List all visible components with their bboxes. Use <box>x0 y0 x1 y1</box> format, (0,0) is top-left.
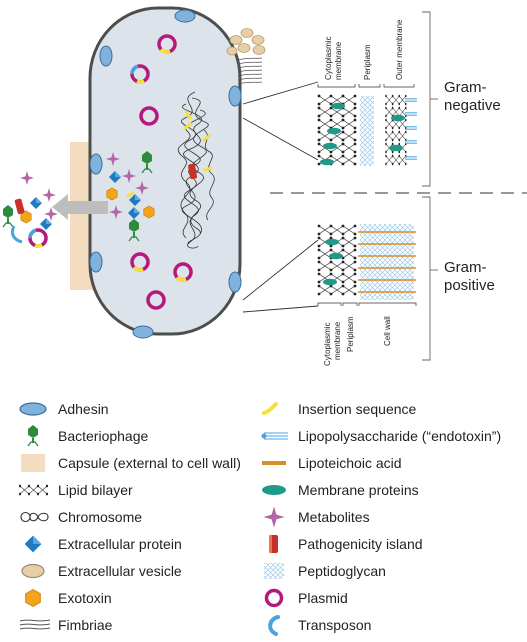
extracellular-protein-icon <box>18 533 52 555</box>
lipoteichoic-acid-icon <box>258 452 292 474</box>
zoom-lines <box>242 81 319 313</box>
legend-item-lipid-bilayer: Lipid bilayer <box>18 479 133 501</box>
insertion-sequence-icon <box>258 398 292 420</box>
gn-col-cytoplasmic-line2: membrane <box>334 41 343 80</box>
legend-item-peptidoglycan: Peptidoglycan <box>258 560 386 582</box>
gn-outer-membrane <box>384 94 418 166</box>
transposon-icon <box>258 614 292 636</box>
insertion-sequence-icon <box>183 110 213 172</box>
gn-periplasm-peptidoglycan <box>360 96 374 166</box>
legend-item-metabolites: Metabolites <box>258 506 370 528</box>
legend-label: Capsule (external to cell wall) <box>58 455 241 471</box>
gram-negative-panel: Cytoplasmic membrane Periplasm Outer mem… <box>317 11 501 187</box>
legend-label: Extracellular vesicle <box>58 563 182 579</box>
plasmid-icon <box>258 587 292 609</box>
extracellular-vesicle-icon <box>18 560 52 582</box>
legend-item-plasmid: Plasmid <box>258 587 348 609</box>
legend-label: Lipopolysaccharide (“endotoxin”) <box>298 428 502 444</box>
legend-label: Exotoxin <box>58 590 112 606</box>
gp-col-cytoplasmic-line1: Cytoplasmic <box>323 322 332 366</box>
metabolite-icon <box>258 506 292 528</box>
gram-positive-panel: Cytoplasmic membrane Periplasm Cell wall… <box>317 196 495 366</box>
legend-label: Membrane proteins <box>298 482 419 498</box>
legend-item-exotoxin: Exotoxin <box>18 587 112 609</box>
gram-negative-label-line1: Gram- <box>444 79 487 96</box>
legend-label: Lipoteichoic acid <box>298 455 402 471</box>
legend-label: Transposon <box>298 617 372 633</box>
fimbriae-icon <box>18 614 52 636</box>
pathogenicity-island-icon <box>188 163 198 180</box>
lipopolysaccharide-icon <box>258 425 292 447</box>
capsule-icon <box>18 452 52 474</box>
legend-item-chromosome: Chromosome <box>18 506 142 528</box>
legend-label: Bacteriophage <box>58 428 149 444</box>
gram-positive-label-line1: Gram- <box>444 259 487 276</box>
legend-item-membrane-proteins: Membrane proteins <box>258 479 419 501</box>
secreted-factors <box>2 171 58 248</box>
insertion-sequence-icon <box>126 191 135 198</box>
legend-item-bacteriophage: Bacteriophage <box>18 425 148 447</box>
legend: Adhesin Bacteriophage Capsule (external … <box>0 392 527 642</box>
chromosome-icon <box>178 91 215 249</box>
membrane-protein-icon <box>258 479 292 501</box>
legend-item-fimbriae: Fimbriae <box>18 614 112 636</box>
legend-item-adhesin: Adhesin <box>18 398 109 420</box>
chromosome-icon <box>18 506 52 528</box>
gram-positive-label-line2: positive <box>444 277 495 294</box>
legend-label: Lipid bilayer <box>58 482 133 498</box>
legend-item-transposon: Transposon <box>258 614 371 636</box>
gram-negative-label-line2: negative <box>444 97 501 114</box>
legend-label: Insertion sequence <box>298 401 417 417</box>
legend-item-extracellular-protein: Extracellular protein <box>18 533 182 555</box>
legend-label: Peptidoglycan <box>298 563 386 579</box>
gp-col-periplasm: Periplasm <box>346 316 355 352</box>
legend-item-lipopolysaccharide: Lipopolysaccharide (“endotoxin”) <box>258 425 501 447</box>
pathogenicity-island-icon <box>258 533 292 555</box>
gn-col-cytoplasmic-line1: Cytoplasmic <box>324 36 333 80</box>
legend-item-capsule: Capsule (external to cell wall) <box>18 452 241 474</box>
exotoxin-icon <box>18 587 52 609</box>
legend-item-lipoteichoic-acid: Lipoteichoic acid <box>258 452 402 474</box>
fimbriae-icon <box>237 57 263 85</box>
export-arrow-icon <box>52 194 108 220</box>
gp-cell-wall <box>358 224 416 300</box>
legend-item-extracellular-vesicle: Extracellular vesicle <box>18 560 182 582</box>
legend-label: Fimbriae <box>58 617 113 633</box>
bacterial-cell <box>88 6 242 336</box>
lipid-bilayer-icon <box>18 479 52 501</box>
extracellular-vesicle-icon <box>226 28 266 56</box>
gp-col-cell-wall: Cell wall <box>383 316 392 346</box>
legend-label: Chromosome <box>58 509 143 525</box>
legend-label: Pathogenicity island <box>298 536 423 552</box>
gp-cytoplasmic-membrane <box>317 224 357 296</box>
gp-col-cytoplasmic-line2: membrane <box>333 321 342 360</box>
bacteriophage-icon <box>18 425 52 447</box>
legend-item-pathogenicity-island: Pathogenicity island <box>258 533 423 555</box>
gn-col-periplasm: Periplasm <box>363 44 372 80</box>
legend-label: Plasmid <box>298 590 348 606</box>
legend-label: Adhesin <box>58 401 109 417</box>
gn-cytoplasmic-membrane <box>317 94 357 166</box>
legend-label: Metabolites <box>298 509 370 525</box>
legend-label: Extracellular protein <box>58 536 182 552</box>
adhesin-icon <box>18 398 52 420</box>
peptidoglycan-icon <box>258 560 292 582</box>
gn-col-outer-membrane: Outer membrane <box>395 19 404 80</box>
legend-item-insertion-sequence: Insertion sequence <box>258 398 416 420</box>
